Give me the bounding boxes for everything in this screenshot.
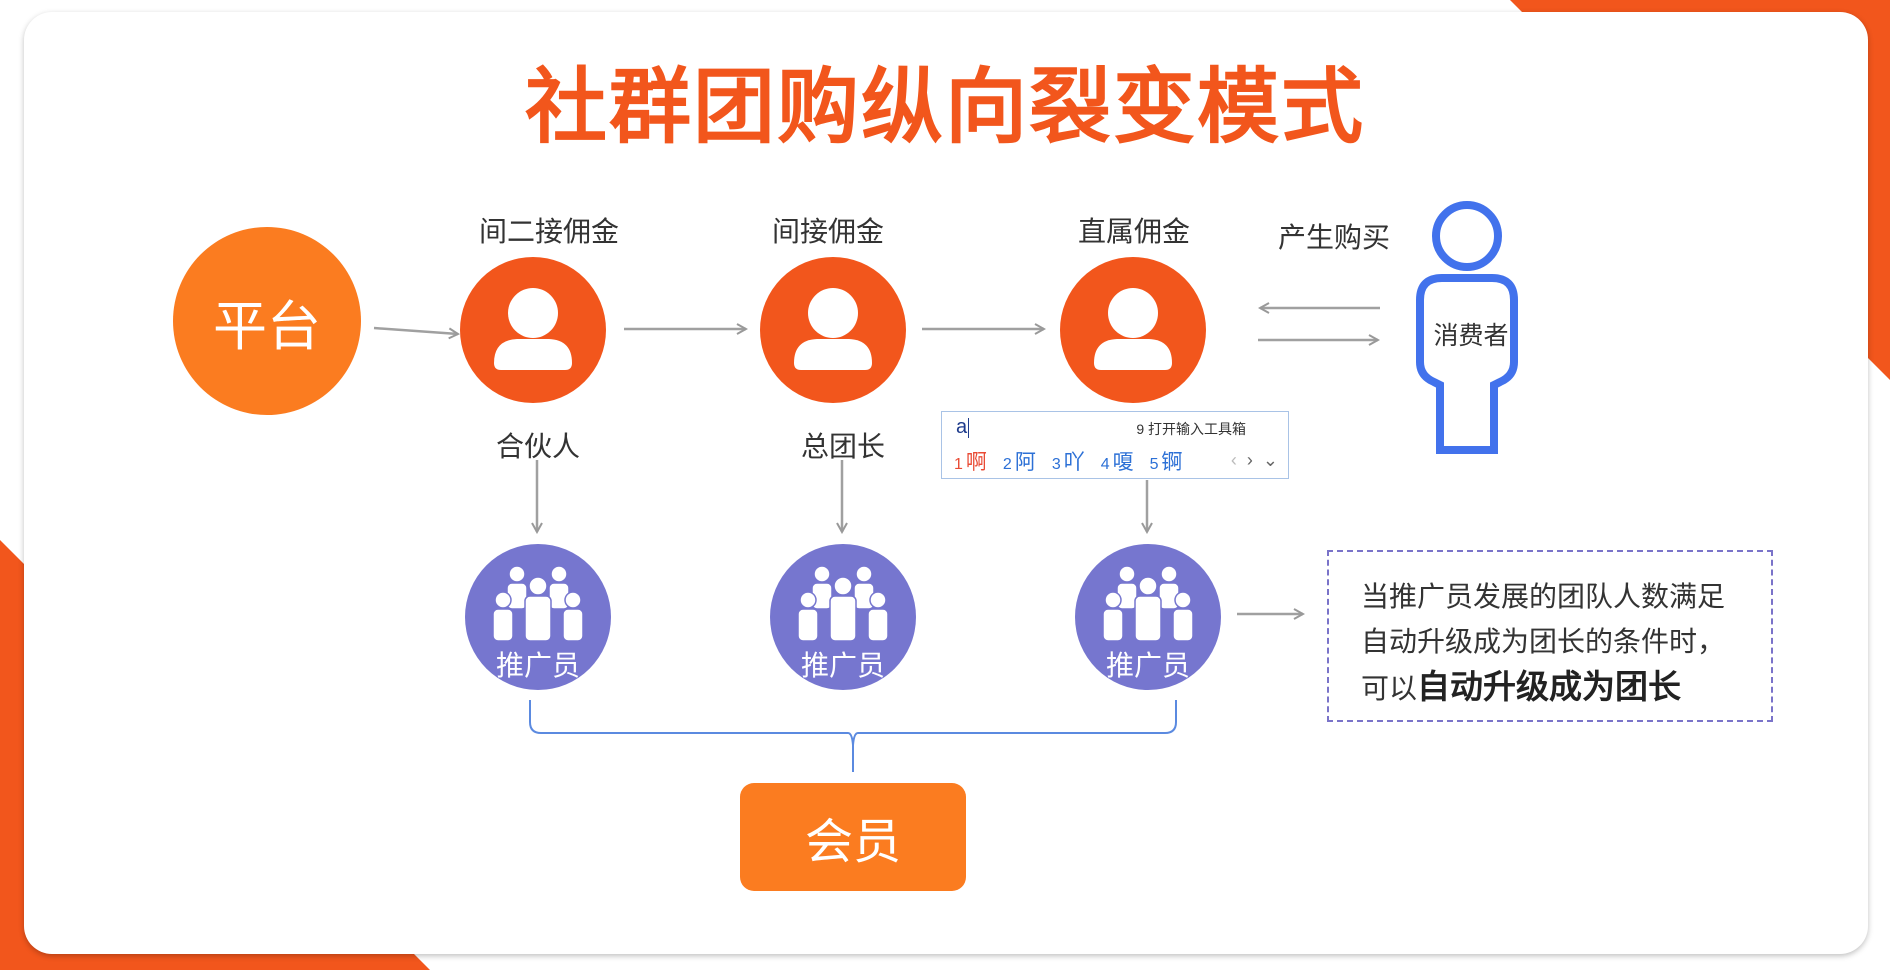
leader-node xyxy=(760,257,906,403)
chevron-right-icon[interactable]: › xyxy=(1246,450,1253,470)
team-label: 推广员 xyxy=(495,649,580,682)
note-line-3-bold: 自动升级成为团长 xyxy=(1417,667,1682,706)
upgrade-note: 当推广员发展的团队人数满足 自动升级成为团长的条件时， 可以自动升级成为团长 xyxy=(1327,550,1773,722)
note-line-3-prefix: 可以 xyxy=(1361,672,1418,705)
team-label: 推广员 xyxy=(800,649,885,682)
partner-node xyxy=(460,257,606,403)
note-line-2: 自动升级成为团长的条件时， xyxy=(1361,625,1726,658)
note-line-1: 当推广员发展的团队人数满足 xyxy=(1361,580,1726,613)
commission-label-2: 间接佣金 xyxy=(771,215,885,248)
ime-toolbox-button[interactable]: 9 打开输入工具箱 xyxy=(1136,421,1246,437)
member-node: 会员 xyxy=(740,783,966,891)
person-outline-icon xyxy=(1432,201,1502,271)
person-icon xyxy=(794,288,872,370)
consumer-label: 消费者 xyxy=(1433,321,1509,350)
text-caret xyxy=(968,417,970,438)
person-icon xyxy=(1094,288,1172,370)
person-icon xyxy=(494,288,572,370)
team-label: 推广员 xyxy=(1105,649,1190,682)
team-node-1: 推广员 xyxy=(465,544,611,690)
role-label-partner: 合伙人 xyxy=(495,430,581,463)
commission-label-1: 间二接佣金 xyxy=(478,215,620,248)
page-title: 社群团购纵向裂变模式 xyxy=(524,60,1365,155)
platform-node: 平台 xyxy=(173,227,361,415)
direct-node xyxy=(1060,257,1206,403)
group-icon xyxy=(492,565,584,642)
team-node-2: 推广员 xyxy=(770,544,916,690)
ime-input-text: a xyxy=(956,416,970,438)
group-icon xyxy=(1102,565,1194,642)
team-node-3: 推广员 xyxy=(1075,544,1221,690)
ime-nav: ‹ › ⌄ xyxy=(1231,450,1278,471)
commission-label-3: 直属佣金 xyxy=(1077,215,1191,248)
purchase-label: 产生购买 xyxy=(1277,221,1391,254)
arrow-platform-partner xyxy=(373,326,458,334)
role-label-leader: 总团长 xyxy=(800,430,886,463)
chevron-left-icon[interactable]: ‹ xyxy=(1230,450,1237,470)
consumer-figure xyxy=(1416,201,1518,454)
team-bracket xyxy=(529,700,1177,772)
chevron-down-icon[interactable]: ⌄ xyxy=(1262,450,1278,470)
group-icon xyxy=(797,565,889,642)
note-line-3: 可以自动升级成为团长 xyxy=(1361,664,1771,711)
